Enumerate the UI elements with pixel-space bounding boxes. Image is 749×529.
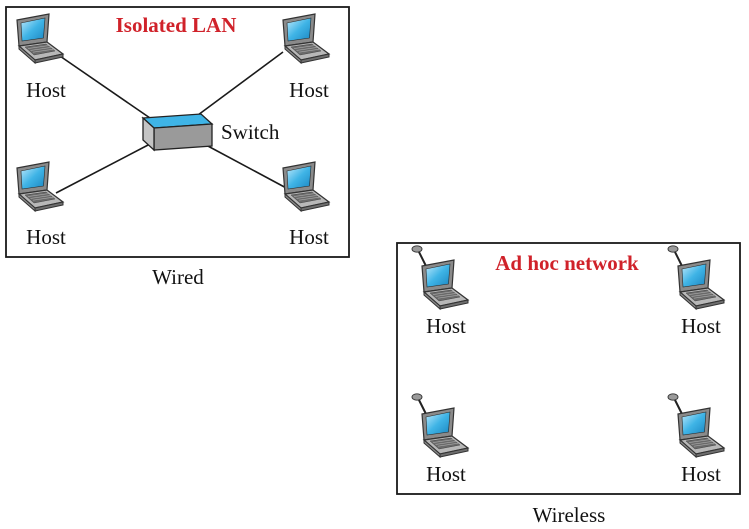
laptop-with-antenna-icon [667,392,725,458]
wired-title: Isolated LAN [116,13,237,37]
laptop-icon [16,13,64,64]
host-label: Host [289,78,329,102]
wireless-panel: Ad hoc network Host Host Host Host Wirel… [396,242,741,527]
link-bottom-left [55,143,151,194]
laptop-icon [16,161,64,212]
wireless-frame [396,242,741,495]
laptop-with-antenna-icon [667,244,725,310]
wired-panel: Isolated LAN Host Host Switch Host Host … [5,6,350,289]
host-label: Host [426,314,466,338]
laptop-icon [282,161,330,212]
wired-frame [5,6,350,258]
host-label: Host [26,78,66,102]
link-top-left [56,53,151,119]
host-label: Host [289,225,329,249]
wireless-title: Ad hoc network [495,251,639,275]
laptop-with-antenna-icon [411,392,469,458]
host-label: Host [426,462,466,486]
switch-label: Switch [221,120,280,144]
wired-caption: Wired [152,265,204,289]
laptop-icon [282,13,330,64]
host-label: Host [681,462,721,486]
link-top-right [197,51,284,116]
wireless-caption: Wireless [533,503,606,527]
link-bottom-right [205,144,291,191]
switch-icon [141,113,214,152]
laptop-with-antenna-icon [411,244,469,310]
host-label: Host [681,314,721,338]
host-label: Host [26,225,66,249]
